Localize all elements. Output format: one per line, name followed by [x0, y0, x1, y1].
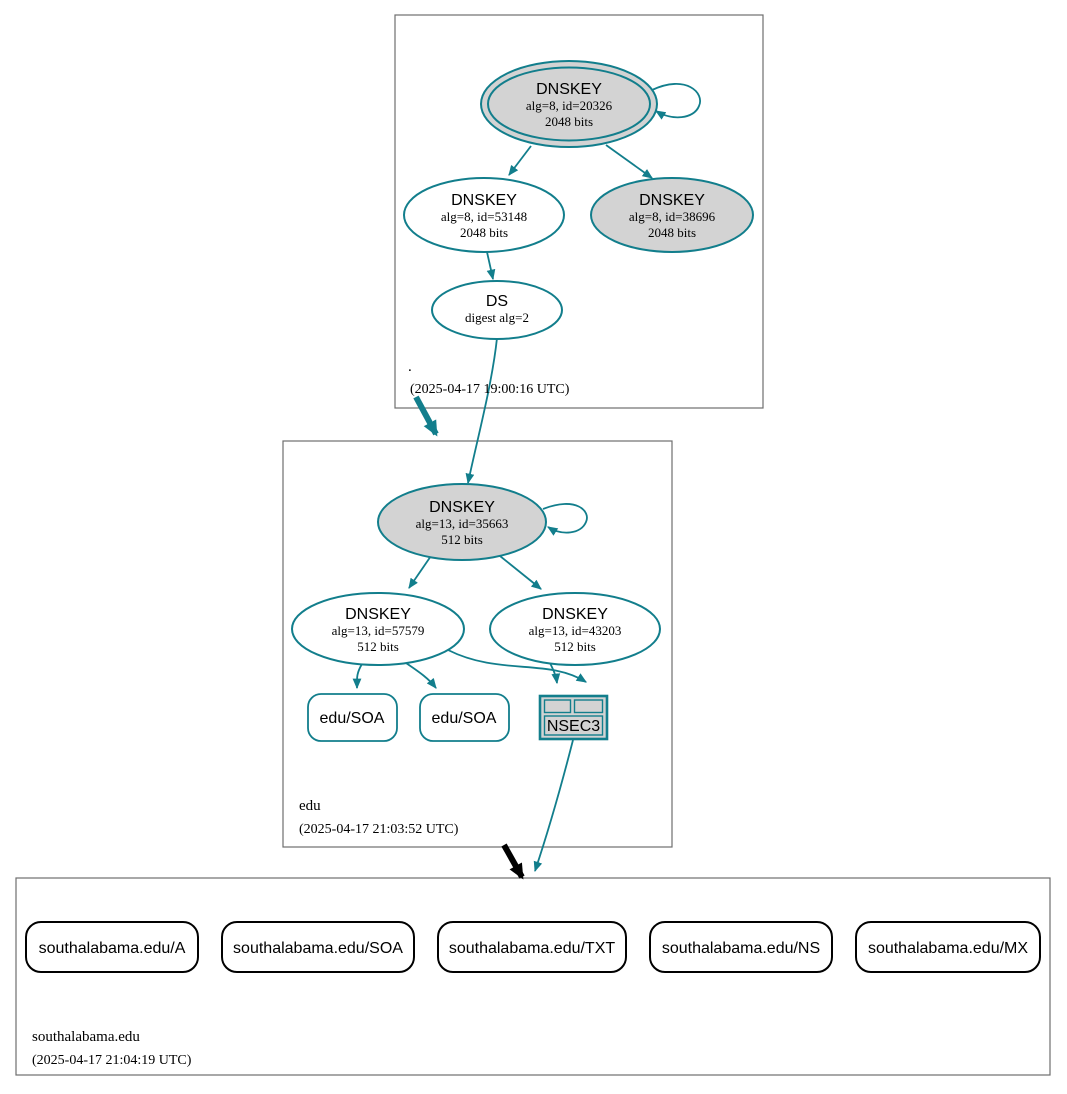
nsec3-label: NSEC3	[547, 718, 600, 735]
dnskey-node-edu-43203[interactable]: DNSKEY alg=13, id=43203 512 bits	[489, 592, 661, 666]
nsec3-cell-label	[543, 715, 604, 736]
dnskey-node-root-53148[interactable]: DNSKEY alg=8, id=53148 2048 bits	[403, 177, 565, 253]
dnskey-edu-zsk1-bits: 512 bits	[357, 639, 399, 654]
rrset-edu-soa2-label: edu/SOA	[432, 710, 497, 727]
nsec3-cell-right	[573, 699, 604, 714]
dnskey-edu-zsk2-ellipse	[489, 592, 661, 666]
dnskey-root-ksk-bits: 2048 bits	[545, 114, 593, 129]
rrset-node-southalabama-a[interactable]: southalabama.edu/A	[25, 921, 199, 973]
dnskey-edu-ksk-detail: alg=13, id=35663	[416, 516, 509, 531]
dnskey-node-root-20326[interactable]: DNSKEY alg=8, id=20326 2048 bits	[480, 60, 658, 148]
rrset-southalabama-soa-rect	[221, 921, 415, 973]
rrset-node-southalabama-txt[interactable]: southalabama.edu/TXT	[437, 921, 627, 973]
dnskey-root-ksk-title: DNSKEY	[536, 81, 602, 98]
dnskey-edu-ksk-ellipse	[377, 483, 547, 561]
rrset-node-southalabama-soa[interactable]: southalabama.edu/SOA	[221, 921, 415, 973]
ds-ellipse	[431, 280, 563, 340]
edge-edu-zsk57579-to-soa1	[352, 663, 363, 690]
rrset-edu-soa2-rect	[419, 693, 510, 742]
dnskey-node-edu-35663[interactable]: DNSKEY alg=13, id=35663 512 bits	[377, 483, 547, 561]
edge-edu-zsk57579-to-soa2	[402, 660, 437, 689]
edge-edu-zsk57579-to-nsec3	[447, 649, 587, 683]
nsec3-node-edu[interactable]: NSEC3	[538, 694, 609, 741]
zone-label-southalabama: southalabama.edu	[32, 1029, 140, 1045]
edge-root-zsk-to-ds	[486, 251, 496, 281]
dnskey-edu-zsk1-ellipse	[291, 592, 465, 666]
dnskey-root-ksk-detail: alg=8, id=20326	[526, 98, 613, 113]
rrset-southalabama-txt-label: southalabama.edu/TXT	[449, 940, 616, 957]
edge-root-ksk-to-key38696	[605, 144, 653, 179]
zone-label-root: .	[408, 359, 412, 375]
edge-delegation-root-to-edu	[413, 395, 439, 437]
rrset-edu-soa1-rect	[307, 693, 398, 742]
rrset-node-southalabama-ns[interactable]: southalabama.edu/NS	[649, 921, 833, 973]
edge-delegation-edu-to-southalabama	[501, 843, 525, 880]
rrset-edu-soa1-label: edu/SOA	[320, 710, 385, 727]
rrset-southalabama-ns-label: southalabama.edu/NS	[662, 940, 820, 957]
rrset-node-southalabama-mx[interactable]: southalabama.edu/MX	[855, 921, 1041, 973]
zone-box-southalabama	[15, 877, 1051, 1076]
rrset-southalabama-ns-rect	[649, 921, 833, 973]
dnskey-edu-zsk2-bits: 512 bits	[554, 639, 596, 654]
ds-node-root[interactable]: DS digest alg=2	[431, 280, 563, 340]
dnskey-edu-zsk2-detail: alg=13, id=43203	[529, 623, 622, 638]
dnskey-edu-ksk-bits: 512 bits	[441, 532, 483, 547]
dnskey-edu-zsk1-detail: alg=13, id=57579	[332, 623, 425, 638]
rrset-node-edu-soa-2[interactable]: edu/SOA	[419, 693, 510, 742]
rrset-southalabama-soa-label: southalabama.edu/SOA	[233, 940, 403, 957]
zone-box-root	[394, 14, 764, 409]
ds-detail: digest alg=2	[465, 310, 529, 325]
dnskey-node-root-38696[interactable]: DNSKEY alg=8, id=38696 2048 bits	[590, 177, 754, 253]
edge-edu-nsec3-to-southalabama	[533, 739, 574, 873]
dnskey-root-ksk-outer-ellipse	[480, 60, 658, 148]
dnskey-root-zsk-title: DNSKEY	[451, 192, 517, 209]
dnskey-node-edu-57579[interactable]: DNSKEY alg=13, id=57579 512 bits	[291, 592, 465, 666]
ds-title: DS	[486, 293, 508, 310]
zone-label-edu: edu	[299, 798, 321, 814]
dnskey-root-zsk-ellipse	[403, 177, 565, 253]
dnskey-edu-zsk2-title: DNSKEY	[542, 606, 608, 623]
edge-edu-ksk-to-zsk43203	[494, 551, 542, 590]
zone-timestamp-southalabama: (2025-04-17 21:04:19 UTC)	[32, 1053, 192, 1068]
dnskey-root-key2-title: DNSKEY	[639, 192, 705, 209]
edge-root-ds-to-edu-ksk	[465, 337, 498, 485]
nsec3-cell-left	[543, 699, 572, 714]
rrset-node-edu-soa-1[interactable]: edu/SOA	[307, 693, 398, 742]
edge-edu-ksk-to-zsk57579	[408, 552, 434, 589]
zone-timestamp-edu: (2025-04-17 21:03:52 UTC)	[299, 822, 459, 837]
edge-root-ksk-to-zsk53148	[508, 145, 532, 176]
rrset-southalabama-mx-rect	[855, 921, 1041, 973]
dnskey-root-key2-detail: alg=8, id=38696	[629, 209, 716, 224]
dnskey-root-key2-ellipse	[590, 177, 754, 253]
rrset-southalabama-a-rect	[25, 921, 199, 973]
dnskey-root-zsk-detail: alg=8, id=53148	[441, 209, 527, 224]
dnskey-root-zsk-bits: 2048 bits	[460, 225, 508, 240]
dnskey-root-ksk-inner-ellipse	[487, 66, 651, 142]
rrset-southalabama-txt-rect	[437, 921, 627, 973]
dnskey-edu-ksk-title: DNSKEY	[429, 499, 495, 516]
dnskey-edu-zsk1-title: DNSKEY	[345, 606, 411, 623]
rrset-southalabama-a-label: southalabama.edu/A	[39, 940, 186, 957]
zone-timestamp-root: (2025-04-17 19:00:16 UTC)	[410, 382, 570, 397]
rrset-southalabama-mx-label: southalabama.edu/MX	[868, 940, 1028, 957]
edge-edu-ksk-selfloop	[542, 503, 588, 536]
dnskey-root-key2-bits: 2048 bits	[648, 225, 696, 240]
edge-root-ksk-selfloop	[651, 83, 701, 120]
